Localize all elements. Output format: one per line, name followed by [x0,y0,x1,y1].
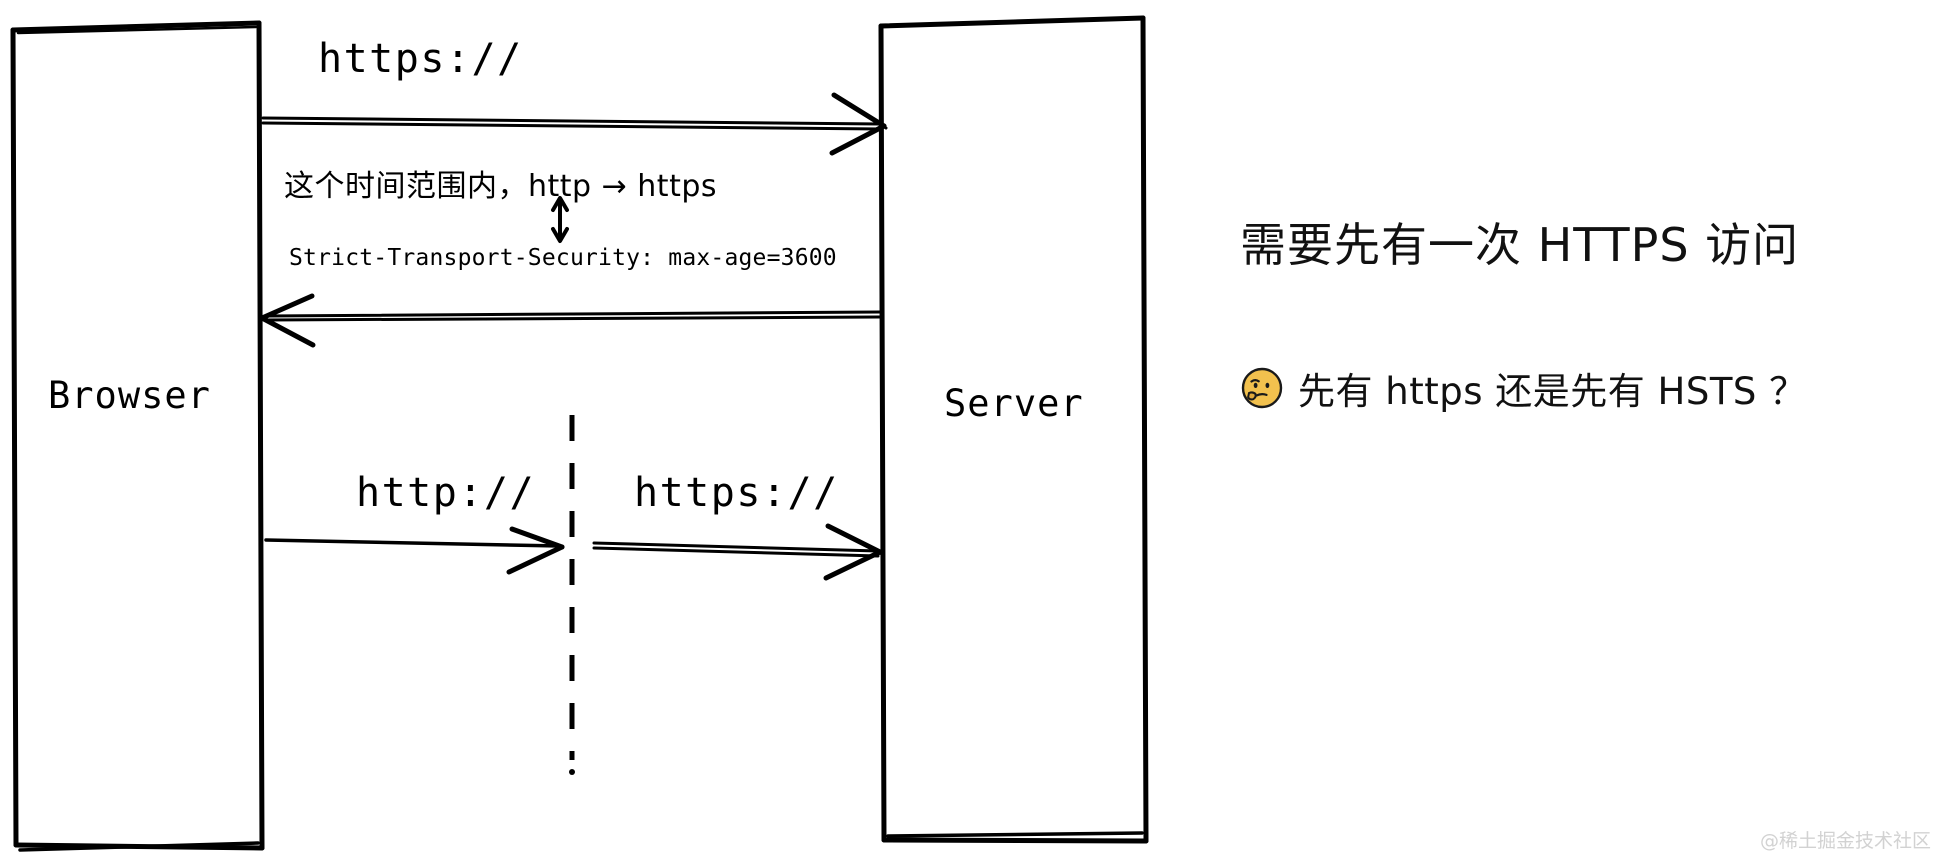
arrow-first-https-request [261,92,888,156]
hsts-window-note-label: 这个时间范围内，http → https [284,169,718,204]
dashed-divider [569,415,575,775]
note-question-row: 先有 https 还是先有 HSTS ？ [1240,361,1920,415]
server-box [878,15,1149,844]
arrow-http-typed-request [264,526,565,575]
first-request-label: https:// [318,36,523,82]
note-question-text: 先有 https 还是先有 HSTS ？ [1298,370,1807,414]
http-typed-request-label: http:// [356,470,536,516]
browser-participant-label: Browser [48,374,211,417]
watermark: @稀土掘金技术社区 [1759,830,1931,852]
arrow-https-upgraded-request [592,523,884,581]
arrow-hsts-window-span [551,196,569,243]
note-heading: 需要先有一次 HTTPS 访问 [1240,218,1800,272]
note-panel: 需要先有一次 HTTPS 访问 先有 https 还是先有 HSTS ？ [1240,218,1920,415]
hsts-header-label: Strict-Transport-Security: max-age=3600 [289,245,837,271]
thinking-face-emoji [1240,366,1284,410]
server-participant-label: Server [944,382,1084,425]
https-upgraded-request-label: https:// [634,470,839,516]
browser-box [10,20,265,852]
arrow-hsts-response [259,293,882,348]
